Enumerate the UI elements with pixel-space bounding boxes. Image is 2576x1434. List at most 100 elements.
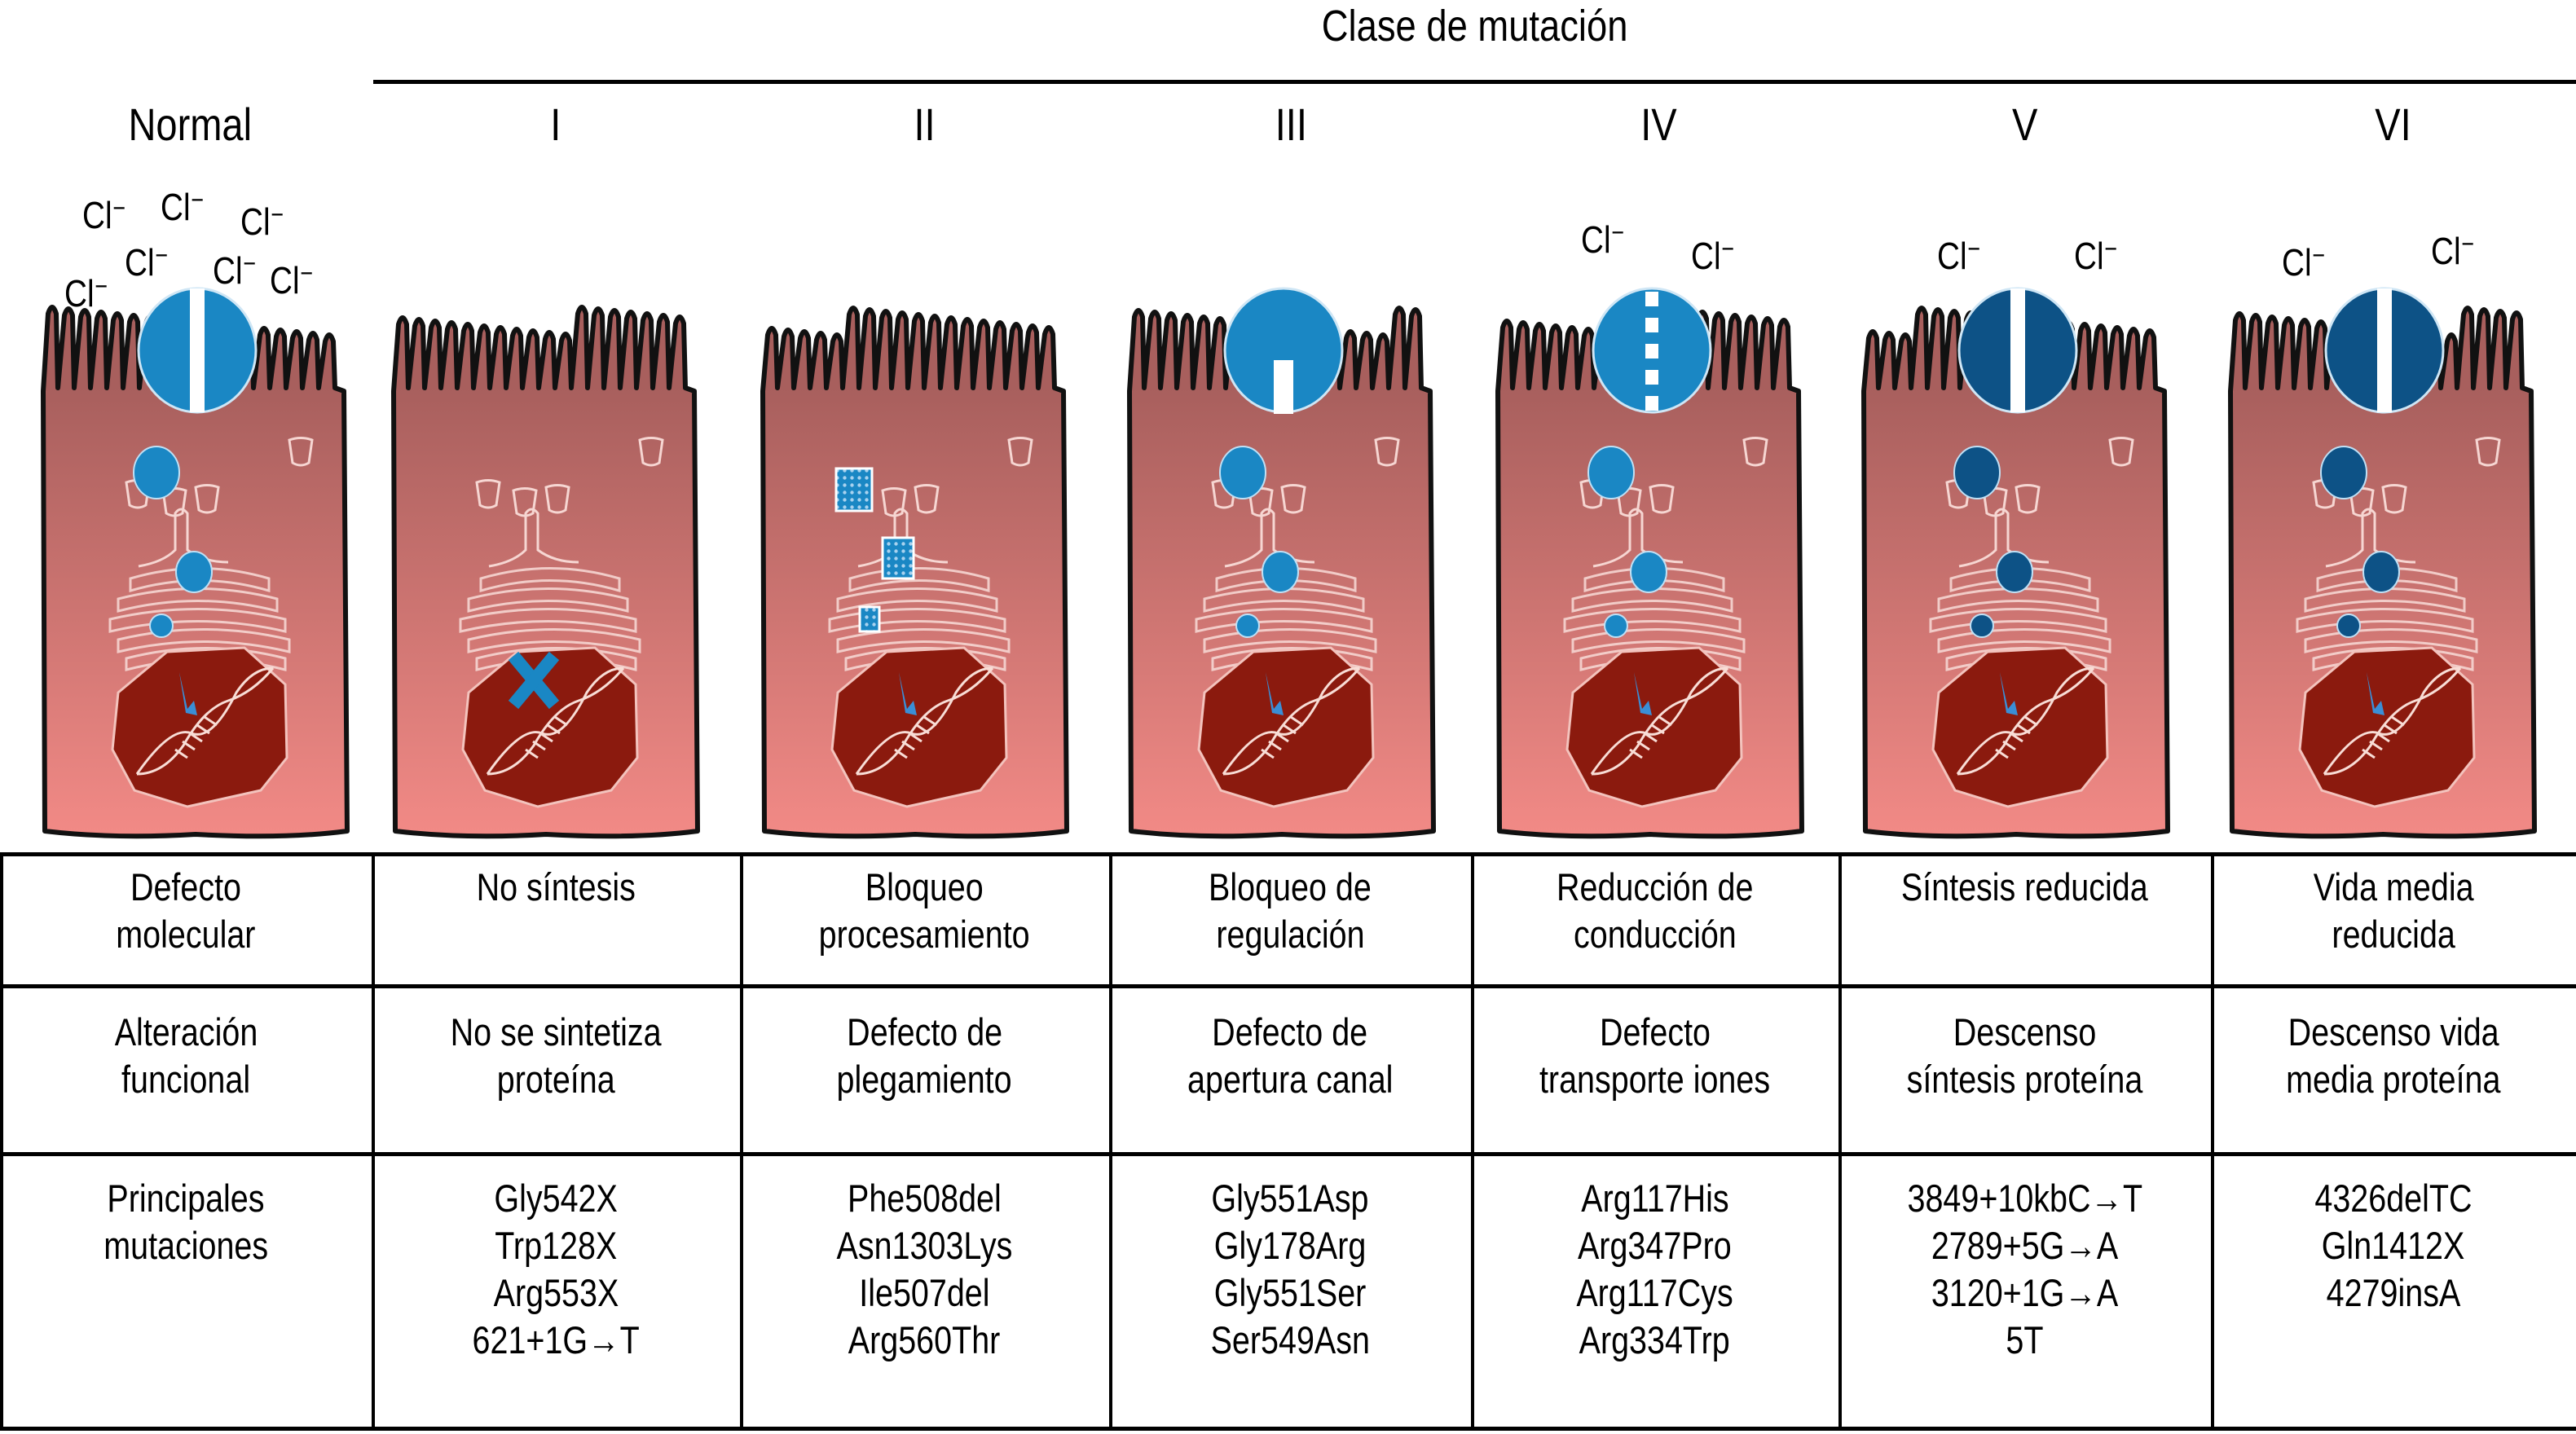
dna-rung [2369, 740, 2383, 751]
epithelial-cell-I [391, 305, 700, 839]
figure-title: Clase de mutación [1125, 2, 1825, 51]
dna-rung [1644, 732, 1658, 743]
table-cell-line: mutaciones [103, 1224, 268, 1267]
table-cell-line: 621+1G→T [472, 1318, 640, 1361]
table-col-divider [2211, 852, 2214, 1431]
epithelial-cell-II [760, 306, 1069, 839]
mrna-arrow-icon [2367, 672, 2384, 715]
cftr-channel-icon [1223, 287, 1344, 414]
table-cell-line: procesamiento [819, 913, 1030, 956]
er-cisterna [117, 628, 291, 653]
dna-strand [2323, 666, 2461, 775]
vesicle [881, 487, 907, 517]
table-cell-line: Gly551Asp [1211, 1177, 1369, 1220]
table-row-divider [0, 984, 2576, 988]
vesicle [1280, 484, 1306, 514]
table-cell-line: reducida [2332, 913, 2455, 956]
protein-vesicle [1953, 446, 2001, 499]
dna-strand [1222, 666, 1360, 775]
er-cisterna [1203, 587, 1365, 613]
vesicle [1649, 484, 1675, 514]
chloride-ion-label: Cl− [270, 258, 314, 301]
vesicle [1742, 437, 1768, 467]
column-label-text: IV [1640, 99, 1677, 150]
dna-rung [916, 724, 930, 735]
table-cell-line: Phe508del [848, 1177, 1002, 1220]
dna-strand [856, 667, 994, 776]
table-cell-line: 3120+1G→A [1931, 1271, 2119, 1314]
vesicle [475, 479, 501, 509]
dna-rung [1651, 724, 1665, 735]
table-cell-line: media proteína [2286, 1058, 2501, 1101]
table-col-divider [1838, 852, 1842, 1431]
table-col-divider [372, 852, 375, 1431]
dna-helix-icon [2323, 666, 2462, 776]
column-label-text: V [2012, 99, 2038, 150]
chloride-ion-label: Cl− [2431, 229, 2475, 272]
column-label-normal: Normal [68, 96, 312, 153]
column-label-text: II [914, 99, 936, 150]
chloride-ion-label: Cl− [1691, 234, 1735, 277]
vesicle [914, 484, 940, 514]
mrna-arrow-icon [2000, 672, 2018, 715]
er-cisterna [2304, 628, 2478, 653]
dna-helix-icon [1590, 666, 1729, 776]
column-label-text: VI [2374, 99, 2411, 150]
misfolded-protein [881, 536, 915, 580]
dna-strand [2323, 667, 2462, 776]
table-cell-line: Gly551Ser [1213, 1271, 1367, 1314]
dna-rung [1629, 748, 1643, 759]
protein-vesicle [1235, 614, 1260, 638]
table-cell-line: Síntesis reducida [1901, 865, 2148, 908]
table-cell-line: 4279insA [2326, 1271, 2461, 1314]
epithelial-cell-V [1861, 287, 2170, 839]
figure-title-text: Clase de mutación [1322, 2, 1628, 51]
dna-rung [2017, 724, 2031, 735]
protein-vesicle [133, 446, 180, 499]
chloride-ion-label: Cl− [64, 271, 108, 315]
chloride-ion-label: Cl− [161, 185, 205, 228]
column-label-I: I [434, 96, 678, 153]
vesicle [638, 437, 664, 467]
dna-strand [855, 666, 993, 775]
chloride-ion-label: Cl− [1581, 218, 1625, 261]
dna-helix-icon [135, 666, 275, 776]
vesicle [544, 484, 570, 514]
er-cisterna [117, 587, 279, 613]
dna-strand [1590, 666, 1728, 775]
dna-rung [2391, 715, 2405, 727]
table-cell-line: No se sintetiza [450, 1010, 662, 1054]
column-label-III: III [1169, 96, 1413, 153]
vesicle [2108, 437, 2134, 467]
x-stroke [508, 651, 560, 710]
epithelial-cell-III [1127, 287, 1436, 839]
er-cisterna [479, 567, 621, 593]
epithelial-cell-normal [41, 287, 350, 839]
dna-rung [1636, 740, 1650, 751]
chloride-ion-label: Cl− [82, 193, 126, 236]
dna-rung [1261, 748, 1275, 759]
table-col-divider [740, 852, 743, 1431]
table-cell-line: Defecto [1599, 1010, 1711, 1054]
channel-pore-segment [1645, 344, 1658, 358]
dna-rung [1290, 715, 1304, 727]
dna-rung [2002, 740, 2016, 751]
dna-helix-icon [855, 666, 994, 776]
dna-rung [2376, 732, 2390, 743]
dna-rung [532, 740, 546, 751]
table-cell-line: síntesis proteína [1906, 1058, 2143, 1101]
dna-rung [909, 732, 923, 743]
table-cell-line: Bloqueo de [1209, 865, 1372, 908]
protein-vesicle [1262, 551, 1299, 593]
